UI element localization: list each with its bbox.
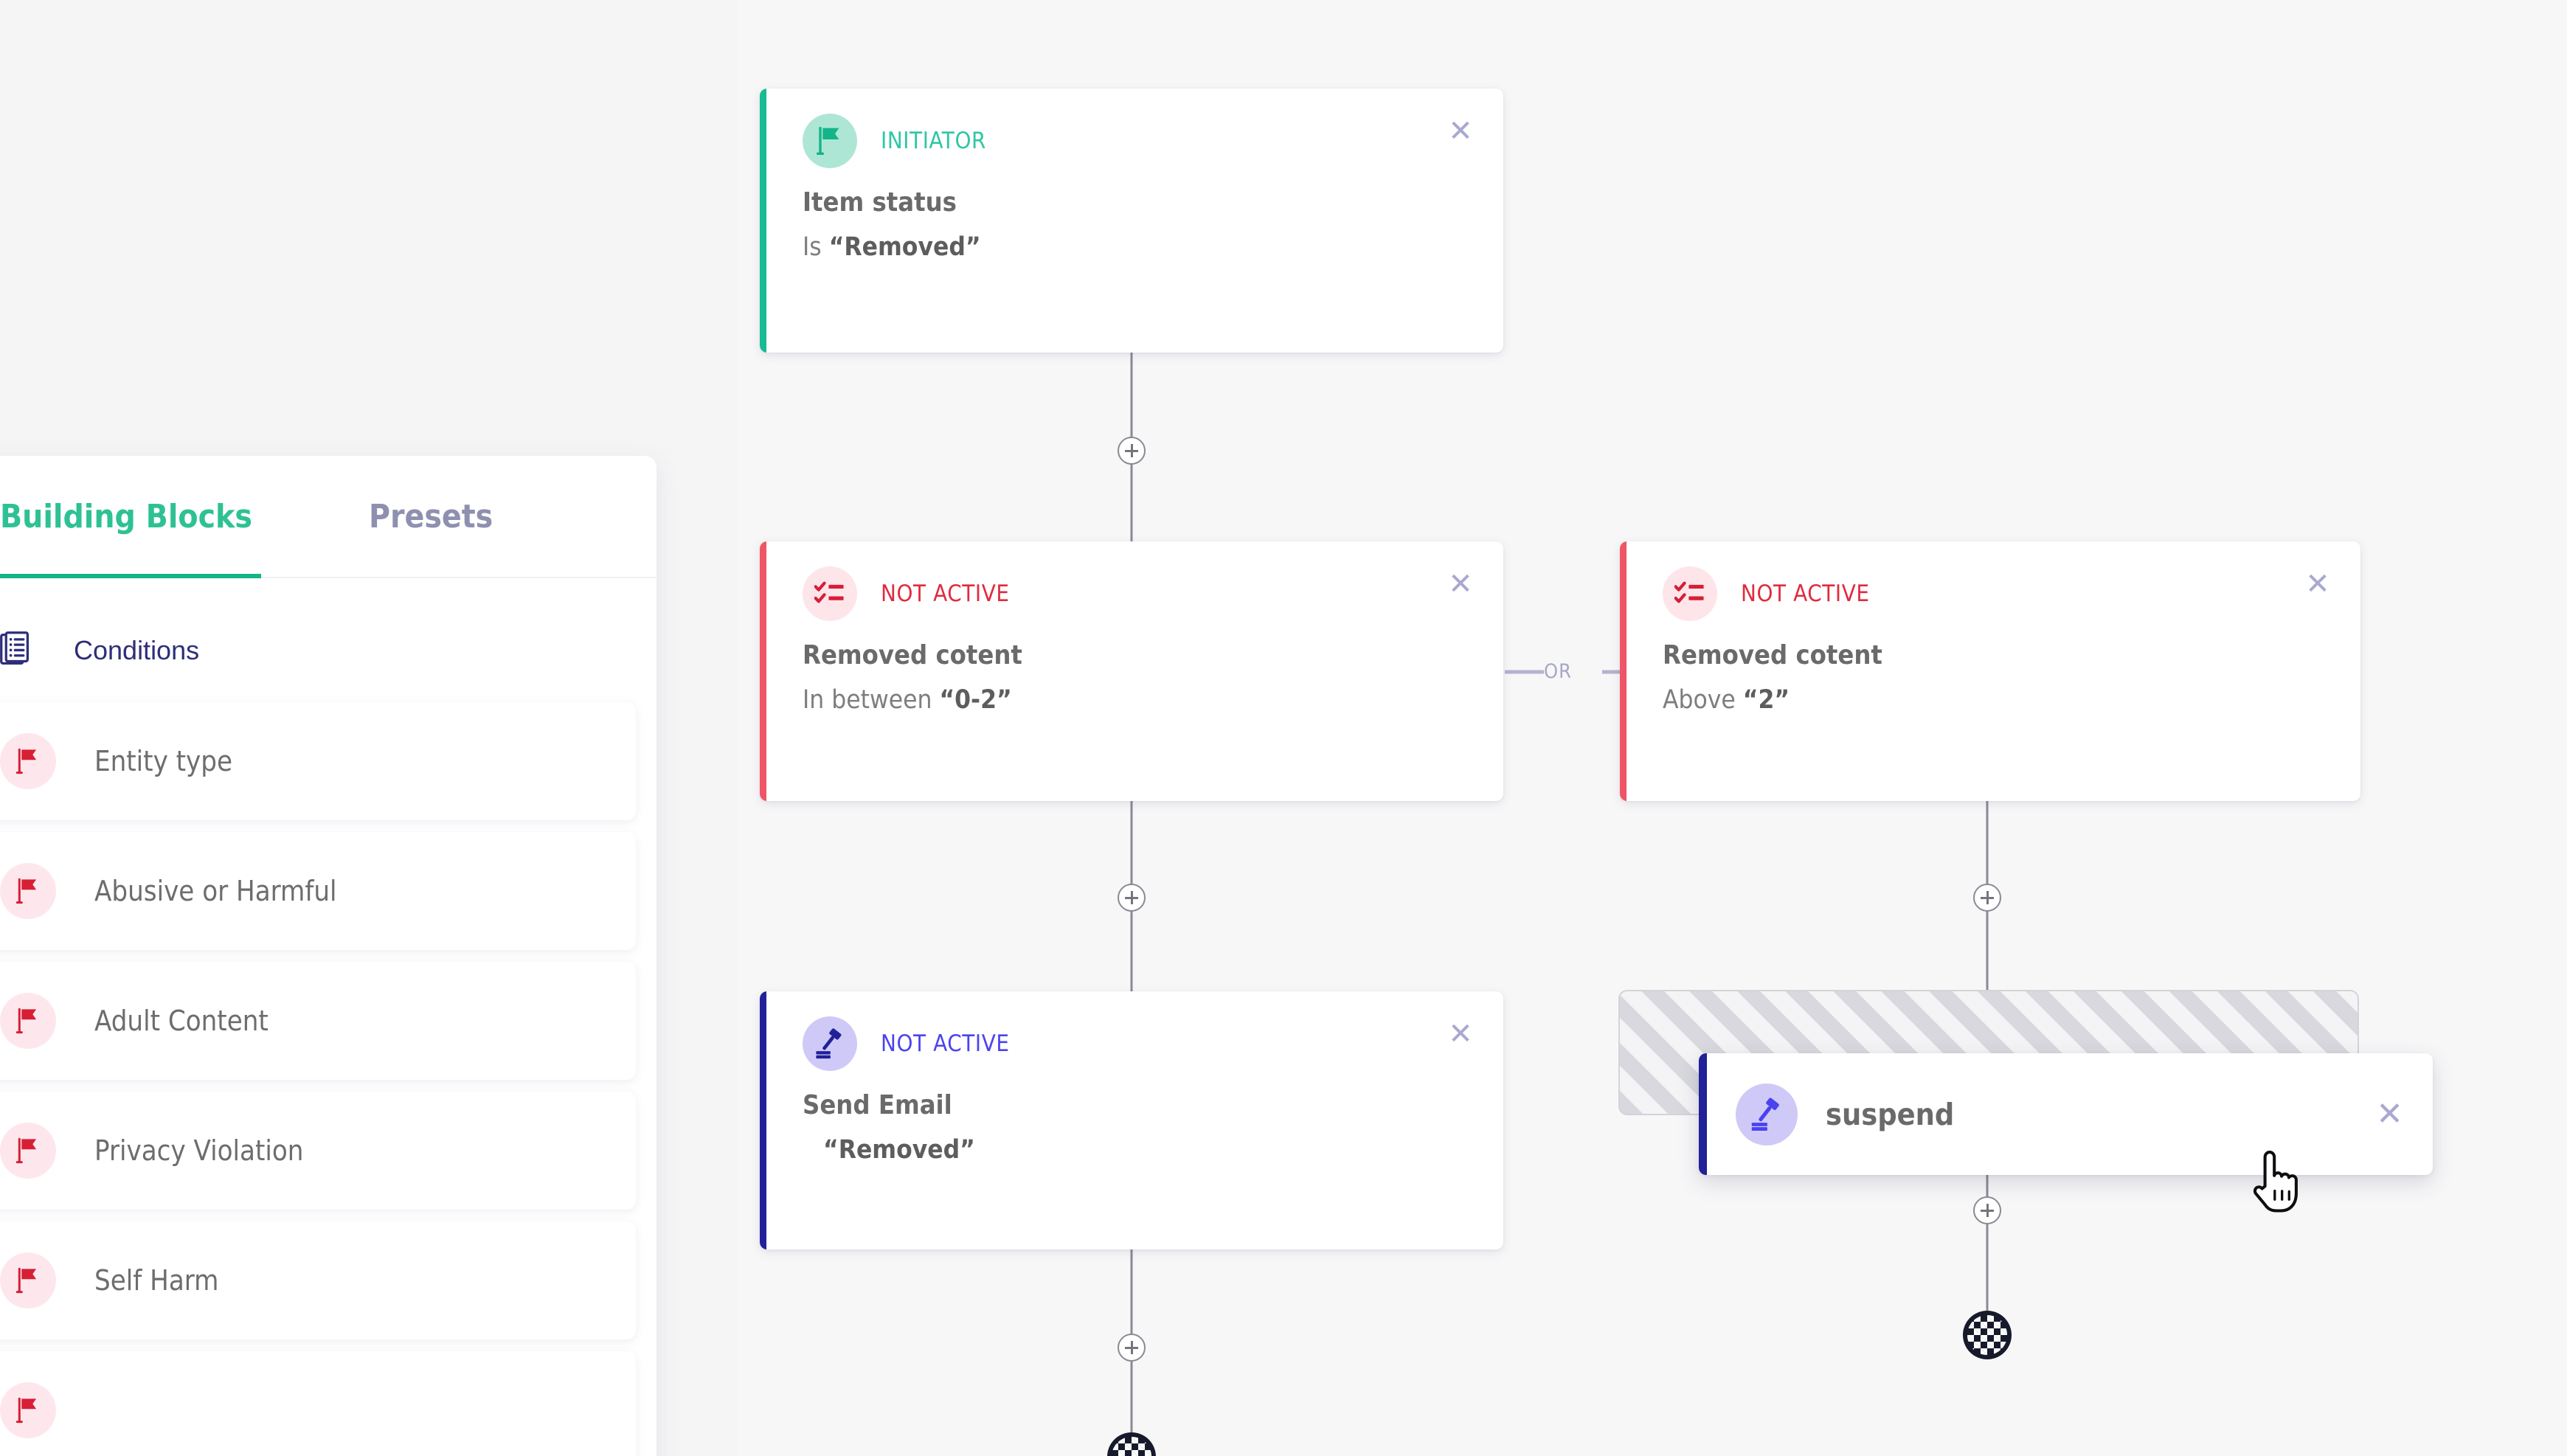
node-type-badge xyxy=(803,566,857,621)
node-sub-prefix: In between xyxy=(803,685,940,715)
building-blocks-list: Entity type Abusive or Harmful xyxy=(0,702,657,1456)
block-item-label: Entity type xyxy=(94,745,233,777)
or-connector-label: OR xyxy=(1544,660,1572,683)
flow-node-condition-left[interactable]: NOT ACTIVE ✕ Removed cotent In between “… xyxy=(760,541,1503,801)
flow-finish-node-right[interactable] xyxy=(1963,1311,2012,1359)
node-sub-prefix: Is xyxy=(803,232,829,262)
block-item-label: Abusive or Harmful xyxy=(94,875,337,907)
node-type-badge xyxy=(1736,1083,1798,1145)
node-sub-value: “0-2” xyxy=(939,685,1012,715)
gavel-icon xyxy=(1751,1097,1779,1131)
node-accent-bar xyxy=(760,541,766,801)
red-flag-icon xyxy=(0,1382,56,1438)
block-item-self-harm[interactable]: Self Harm xyxy=(0,1221,636,1339)
red-flag-icon xyxy=(0,863,56,919)
add-step-button-5[interactable] xyxy=(1973,1196,2001,1224)
red-flag-icon xyxy=(0,733,56,789)
checklist-icon xyxy=(1674,581,1704,603)
node-kind-label: NOT ACTIVE xyxy=(881,580,1010,607)
block-item-label: Self Harm xyxy=(94,1264,219,1297)
checklist-icon xyxy=(814,581,844,603)
node-subtitle: Above “2” xyxy=(1663,685,2331,715)
block-item-label: Adult Content xyxy=(94,1005,269,1037)
node-subtitle: In between “0-2” xyxy=(803,685,1474,715)
add-step-button-2[interactable] xyxy=(1118,884,1146,912)
close-icon[interactable]: ✕ xyxy=(2305,568,2330,600)
add-step-button-4[interactable] xyxy=(1118,1334,1146,1362)
section-label: Conditions xyxy=(74,635,200,665)
tab-building-blocks[interactable]: Building Blocks xyxy=(0,456,261,578)
red-flag-icon xyxy=(0,1123,56,1179)
close-icon[interactable]: ✕ xyxy=(2376,1096,2403,1132)
checkered-flag-icon xyxy=(1111,1436,1152,1456)
close-icon[interactable]: ✕ xyxy=(1448,1018,1473,1050)
panel-tabs: Building Blocks Presets xyxy=(0,456,657,578)
node-sub-value: “Removed” xyxy=(823,1135,975,1165)
drag-card-accent-bar xyxy=(1699,1053,1707,1175)
node-type-badge xyxy=(803,1016,857,1071)
tab-presets[interactable]: Presets xyxy=(368,497,493,535)
add-step-button-3[interactable] xyxy=(1973,884,2001,912)
node-accent-bar xyxy=(1620,541,1627,801)
block-item-privacy-violation[interactable]: Privacy Violation xyxy=(0,1092,636,1210)
green-flag-icon xyxy=(817,126,839,155)
block-item-label: Privacy Violation xyxy=(94,1134,304,1167)
node-sub-prefix: Above xyxy=(1663,685,1743,715)
node-kind-label: INITIATOR xyxy=(881,128,986,154)
red-flag-icon xyxy=(0,1252,56,1308)
red-flag-icon xyxy=(0,993,56,1049)
close-icon[interactable]: ✕ xyxy=(1448,115,1473,148)
block-item-entity-type[interactable]: Entity type xyxy=(0,702,636,820)
block-item-partial[interactable] xyxy=(0,1351,636,1456)
node-subtitle: “Removed” xyxy=(803,1135,1474,1165)
node-accent-bar xyxy=(760,89,766,353)
checkered-flag-icon xyxy=(1967,1314,2008,1356)
flow-node-condition-right[interactable]: NOT ACTIVE ✕ Removed cotent Above “2” xyxy=(1620,541,2360,801)
gavel-icon xyxy=(816,1028,842,1059)
block-item-abusive-or-harmful[interactable]: Abusive or Harmful xyxy=(0,832,636,950)
node-title: Item status xyxy=(803,187,957,218)
flow-node-send-email[interactable]: NOT ACTIVE ✕ Send Email “Removed” xyxy=(760,991,1503,1249)
node-type-badge xyxy=(803,114,857,168)
node-sub-value: “Removed” xyxy=(828,232,981,262)
drag-card-label: suspend xyxy=(1826,1096,1955,1132)
dragged-block-suspend[interactable]: suspend ✕ xyxy=(1699,1053,2433,1175)
add-step-button-1[interactable] xyxy=(1118,437,1146,465)
node-title: Send Email xyxy=(803,1090,952,1120)
close-icon[interactable]: ✕ xyxy=(1448,568,1473,600)
block-item-adult-content[interactable]: Adult Content xyxy=(0,962,636,1080)
conditions-list-icon xyxy=(0,631,34,670)
node-sub-value: “2” xyxy=(1742,685,1790,715)
node-kind-label: NOT ACTIVE xyxy=(1741,580,1870,607)
node-type-badge xyxy=(1663,566,1717,621)
building-blocks-panel: Building Blocks Presets Conditions xyxy=(0,456,657,1456)
node-title: Removed cotent xyxy=(803,640,1022,670)
section-header-conditions: Conditions xyxy=(0,578,657,702)
flow-node-initiator[interactable]: INITIATOR ✕ Item status Is “Removed” xyxy=(760,89,1503,353)
node-accent-bar xyxy=(760,991,766,1249)
node-kind-label: NOT ACTIVE xyxy=(881,1030,1010,1057)
node-subtitle: Is “Removed” xyxy=(803,232,1474,262)
node-title: Removed cotent xyxy=(1663,640,1882,670)
